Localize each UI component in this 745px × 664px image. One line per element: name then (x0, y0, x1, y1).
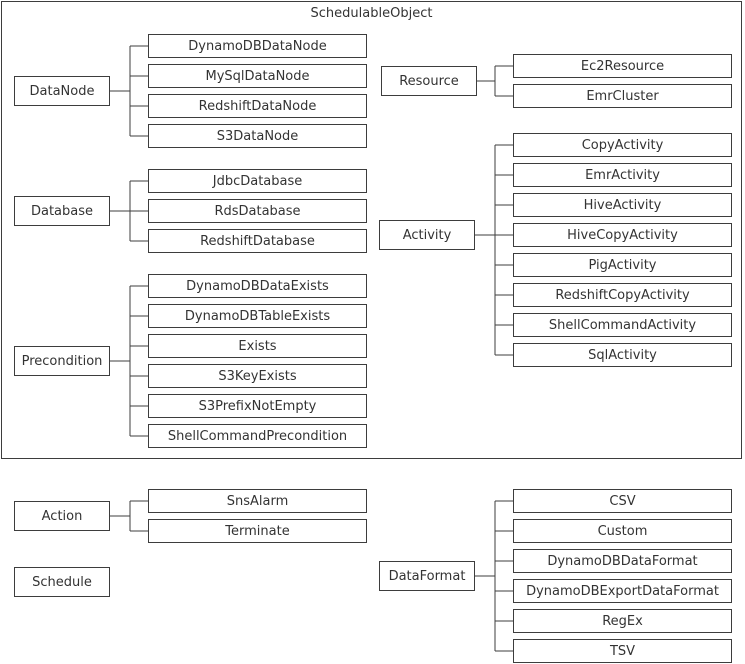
node-jdbcdatabase: JdbcDatabase (148, 169, 367, 193)
node-s3datanode: S3DataNode (148, 124, 367, 148)
node-exists: Exists (148, 334, 367, 358)
node-redshiftdatanode: RedshiftDataNode (148, 94, 367, 118)
node-dynamodbdatanode: DynamoDBDataNode (148, 34, 367, 58)
node-dataformat: DataFormat (379, 561, 475, 591)
node-emrcluster: EmrCluster (513, 84, 732, 108)
node-schedule: Schedule (14, 567, 110, 597)
node-resource: Resource (381, 66, 477, 96)
node-mysqldatanode: MySqlDataNode (148, 64, 367, 88)
node-shellcommandactivity: ShellCommandActivity (513, 313, 732, 337)
node-rdsdatabase: RdsDatabase (148, 199, 367, 223)
node-regex: RegEx (513, 609, 732, 633)
node-snsalarm: SnsAlarm (148, 489, 367, 513)
node-dynamodbtableexists: DynamoDBTableExists (148, 304, 367, 328)
node-hiveactivity: HiveActivity (513, 193, 732, 217)
node-action: Action (14, 501, 110, 531)
node-s3keyexists: S3KeyExists (148, 364, 367, 388)
node-s3prefixnotempty: S3PrefixNotEmpty (148, 394, 367, 418)
node-csv: CSV (513, 489, 732, 513)
node-redshiftcopyactivity: RedshiftCopyActivity (513, 283, 732, 307)
node-terminate: Terminate (148, 519, 367, 543)
node-hivecopyactivity: HiveCopyActivity (513, 223, 732, 247)
diagram-title: SchedulableObject (310, 6, 433, 21)
node-datanode: DataNode (14, 76, 110, 106)
node-shellcommandprecondition: ShellCommandPrecondition (148, 424, 367, 448)
node-precondition: Precondition (14, 346, 110, 376)
node-dynamodbexportdataformat: DynamoDBExportDataFormat (513, 579, 732, 603)
node-redshiftdatabase: RedshiftDatabase (148, 229, 367, 253)
node-dynamodbdataformat: DynamoDBDataFormat (513, 549, 732, 573)
node-ec2resource: Ec2Resource (513, 54, 732, 78)
node-emractivity: EmrActivity (513, 163, 732, 187)
node-database: Database (14, 196, 110, 226)
node-copyactivity: CopyActivity (513, 133, 732, 157)
node-sqlactivity: SqlActivity (513, 343, 732, 367)
node-pigactivity: PigActivity (513, 253, 732, 277)
schedulable-object-frame (1, 1, 742, 459)
node-tsv: TSV (513, 639, 732, 663)
node-activity: Activity (379, 220, 475, 250)
node-custom: Custom (513, 519, 732, 543)
node-dynamodbdataexists: DynamoDBDataExists (148, 274, 367, 298)
